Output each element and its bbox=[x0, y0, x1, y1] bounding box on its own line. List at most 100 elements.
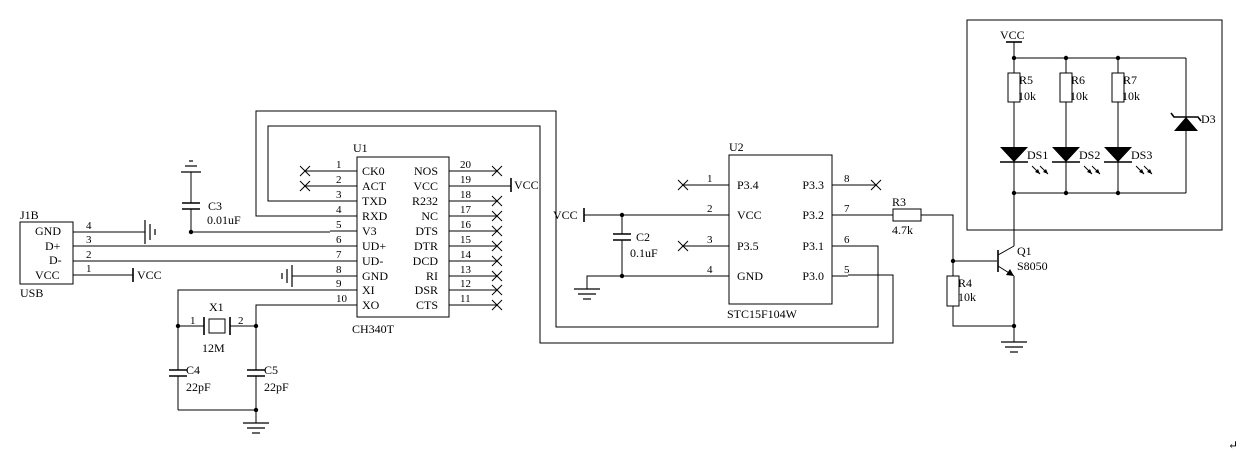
c5-value: 22pF bbox=[264, 380, 289, 394]
u2-pin-label: P3.2 bbox=[802, 208, 824, 222]
ground-symbol bbox=[144, 220, 156, 244]
u1-pin-label: NC bbox=[421, 209, 438, 223]
u1-pin-num: 18 bbox=[460, 189, 472, 201]
u1-pin-num: 12 bbox=[460, 278, 471, 290]
u2-pin-num: 3 bbox=[707, 234, 713, 246]
u1-pin-label: RXD bbox=[362, 209, 388, 223]
u2-pin-label: P3.1 bbox=[802, 239, 824, 253]
no-connect-mark bbox=[491, 299, 503, 311]
ground-symbol bbox=[574, 288, 600, 300]
u2-pin-num: 7 bbox=[844, 203, 850, 215]
u2-part: STC15F104W bbox=[727, 307, 798, 321]
usb-vcc-net-label: VCC bbox=[137, 268, 162, 282]
u1-pin-num: 13 bbox=[460, 264, 472, 276]
d3-ref: D3 bbox=[1201, 112, 1216, 126]
no-connect-mark bbox=[491, 240, 503, 252]
u1-body bbox=[356, 156, 450, 318]
u1-pin-num: 1 bbox=[336, 159, 342, 171]
resistor-ref: R5 bbox=[1019, 73, 1033, 87]
u1-pin-label: CTS bbox=[416, 298, 438, 312]
u2-pin-label: P3.0 bbox=[802, 269, 824, 283]
u1-pin-num: 7 bbox=[336, 249, 342, 261]
q1-part: S8050 bbox=[1017, 259, 1048, 273]
u2-pin-num: 2 bbox=[707, 203, 713, 215]
no-connect-mark bbox=[491, 210, 503, 222]
usb-pin-label-vcc: VCC bbox=[35, 268, 60, 282]
resistor-ref: R6 bbox=[1071, 73, 1085, 87]
u1-pin-num: 8 bbox=[336, 264, 342, 276]
no-connect-mark bbox=[870, 179, 882, 191]
led-panel-frame bbox=[966, 19, 1223, 231]
capacitor-c3: C3 0.01uF bbox=[181, 160, 330, 235]
no-connect-mark bbox=[491, 284, 503, 296]
u2-pin-num: 8 bbox=[844, 173, 850, 185]
led-panel-vcc-label: VCC bbox=[1000, 28, 1025, 42]
led-ref: DS2 bbox=[1079, 148, 1100, 162]
u1-pin-label: XI bbox=[362, 283, 375, 297]
resistor-value: 10k bbox=[1018, 89, 1036, 103]
r4-value: 10k bbox=[958, 290, 976, 304]
usb-pin-num-4: 4 bbox=[86, 220, 92, 232]
resistor-value: 10k bbox=[1070, 89, 1088, 103]
u2-pin-label: P3.5 bbox=[737, 239, 759, 253]
u1-pin-label: NOS bbox=[414, 164, 438, 178]
usb-pin-num-1: 1 bbox=[86, 263, 92, 275]
u2-pin-label: P3.4 bbox=[737, 178, 759, 192]
c4-ref: C4 bbox=[186, 363, 200, 377]
u2-pin-num: 4 bbox=[707, 264, 713, 276]
c3-ref: C3 bbox=[208, 199, 222, 213]
usb-pin-label-gnd: GND bbox=[35, 224, 61, 238]
u1-vcc-net-label: VCC bbox=[514, 178, 539, 192]
no-connect-mark bbox=[677, 240, 689, 252]
ground-symbol bbox=[181, 160, 201, 173]
u1-pin-label: XO bbox=[362, 298, 380, 312]
u1-pin-label: UD+ bbox=[362, 239, 386, 253]
no-connect-mark bbox=[491, 270, 503, 282]
usb-pin-label-dplus: D+ bbox=[45, 239, 61, 253]
usb-connector-name: USB bbox=[20, 286, 43, 300]
r3-ref: R3 bbox=[892, 195, 906, 209]
ground-symbol bbox=[243, 422, 269, 434]
u1-pin-num: 3 bbox=[336, 189, 342, 201]
q1-ref: Q1 bbox=[1017, 244, 1032, 258]
u1-pin-label: DSR bbox=[415, 283, 438, 297]
u1-pin-num: 14 bbox=[460, 249, 472, 261]
no-connect-mark bbox=[491, 255, 503, 267]
u1-pin-label: DTR bbox=[414, 239, 438, 253]
usb-connector-ref: J1B bbox=[20, 208, 39, 222]
r3-value: 4.7k bbox=[892, 223, 913, 237]
u1-pin-num: 10 bbox=[336, 293, 348, 305]
u1-pin-label: ACT bbox=[362, 179, 387, 193]
u1-ref: U1 bbox=[353, 141, 368, 155]
u2-pin-label: GND bbox=[737, 269, 763, 283]
u1-pin-num: 17 bbox=[460, 204, 472, 216]
serial-wires bbox=[255, 110, 894, 344]
u1-pin-num: 4 bbox=[336, 204, 342, 216]
c2-value: 0.1uF bbox=[630, 246, 658, 260]
u2-body bbox=[728, 154, 833, 305]
u2-vcc-net-label: VCC bbox=[553, 208, 578, 222]
u1-pin-num: 9 bbox=[336, 278, 342, 290]
resistor-value: 10k bbox=[1122, 89, 1140, 103]
u1-pin-label: R232 bbox=[412, 194, 438, 208]
led-ref: DS1 bbox=[1027, 148, 1048, 162]
u1-pin-num: 19 bbox=[460, 174, 472, 186]
u1-pin-label: UD- bbox=[362, 254, 383, 268]
u1-pin-label: RI bbox=[426, 269, 438, 283]
c3-value: 0.01uF bbox=[207, 213, 241, 227]
usb-connector-j1b: J1B USB GND D+ D- VCC 4 3 2 1 VCC bbox=[19, 208, 330, 300]
x1-ref: X1 bbox=[209, 300, 224, 314]
u1-pin-num: 6 bbox=[336, 234, 342, 246]
no-connect-mark bbox=[299, 165, 311, 177]
u2-ref: U2 bbox=[729, 140, 744, 154]
crystal-circuit: X1 12M 1 2 C4 22pF C5 22pF bbox=[169, 289, 330, 434]
u2-pin-label: P3.3 bbox=[802, 178, 824, 192]
no-connect-mark bbox=[491, 165, 503, 177]
usb-connector-body bbox=[19, 221, 74, 285]
